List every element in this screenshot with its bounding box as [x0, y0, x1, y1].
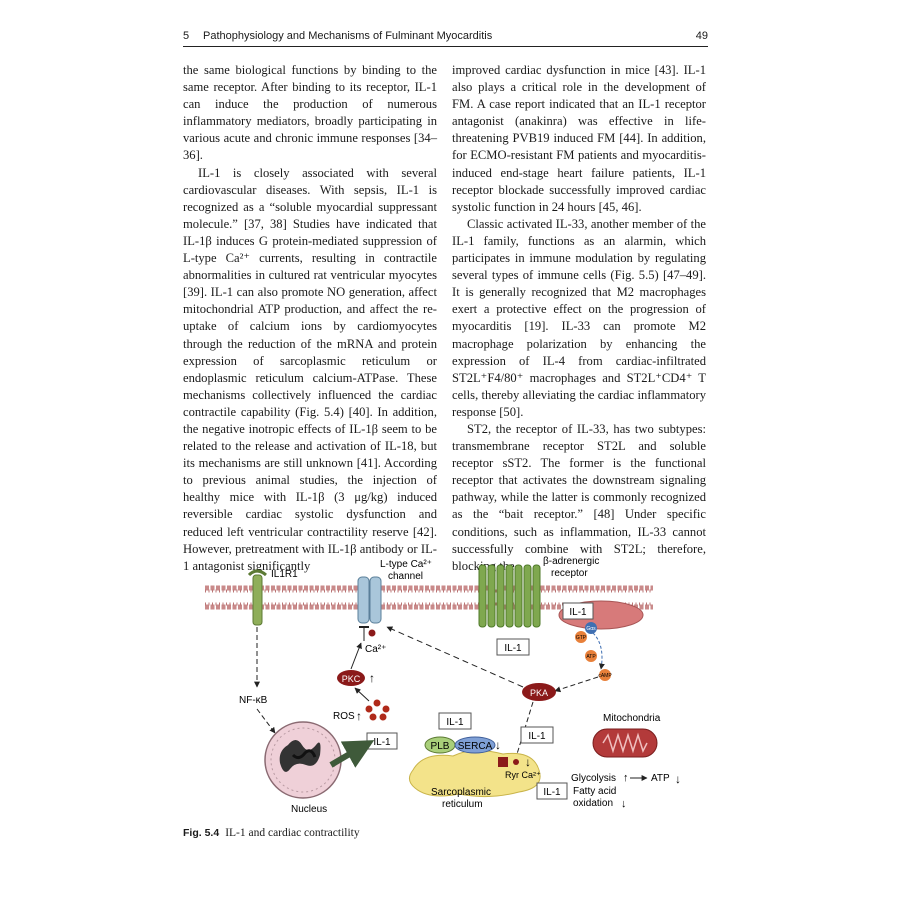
atp-label: ATP — [651, 773, 670, 784]
atp-small-dot — [585, 650, 597, 662]
calcium-dot — [368, 629, 376, 637]
nfkb-to-nucleus-arrow — [256, 708, 276, 734]
pkc-up-arrow: ↑ — [369, 671, 375, 685]
gas-dot — [585, 622, 597, 634]
pkc-node — [337, 670, 365, 686]
il1-box — [536, 782, 568, 800]
paragraph: Classic activated IL-33, another member … — [452, 216, 706, 419]
glycolysis-label: Glycolysis — [571, 773, 616, 784]
ryr-down-arrow: ↓ — [525, 755, 531, 769]
serca-down-arrow: ↓ — [495, 738, 501, 752]
ryr-channel — [498, 757, 508, 767]
nucleus-label: Nucleus — [291, 804, 327, 815]
header-rule — [183, 46, 708, 47]
pkc-label: PKC — [342, 674, 361, 684]
il1r1-label: IL1R1 — [271, 569, 298, 580]
ltype-calcium-channel — [357, 576, 382, 624]
ros-to-pkc-arrow — [354, 687, 370, 702]
pkc-to-channel-arrow — [350, 642, 362, 670]
camp-to-pka-arrow — [554, 676, 599, 693]
paragraph: IL-1 is closely associated with several … — [183, 165, 437, 573]
ros-dots — [365, 699, 390, 721]
il1-label: IL-1 — [569, 607, 587, 618]
page-number: 49 — [695, 30, 708, 42]
il1-label: IL-1 — [373, 737, 391, 748]
figure-caption-text: IL-1 and cardiac contractility — [225, 827, 360, 839]
il1-box — [496, 638, 530, 656]
figure-diagram: IL1R1 L-type Ca²⁺ channel β-adrenergic r… — [205, 556, 681, 815]
paragraph: improved cardiac dysfunction in mice [43… — [452, 63, 706, 214]
cell-membrane — [205, 585, 653, 610]
pka-label: PKA — [530, 688, 548, 698]
camp-label: cAMP — [598, 673, 612, 679]
ryr-ca-dot — [513, 759, 519, 765]
pka-to-channel-arrow — [386, 626, 524, 688]
plb-label: PLB — [431, 741, 450, 752]
mitochondria-label: Mitochondria — [603, 713, 661, 724]
ryr-label: Ryr Ca²⁺ — [505, 770, 541, 780]
atp-down-arrow: ↓ — [675, 772, 681, 786]
sr-label-1: Sarcoplasmic — [431, 787, 491, 798]
chromatin-strand — [291, 749, 317, 760]
left-column: the same biological functions by binding… — [183, 62, 437, 575]
serca-label: SERCA — [458, 741, 493, 752]
figure-caption: Fig. 5.4 IL-1 and cardiac contractility — [183, 827, 360, 839]
beta-label-1: β-adrenergic — [543, 556, 599, 567]
paragraph: ST2, the receptor of IL-33, has two subt… — [452, 421, 706, 573]
gas-to-camp-arrow — [592, 632, 605, 670]
nucleus-to-ros-arrow — [329, 740, 375, 768]
il1-label: IL-1 — [543, 787, 561, 798]
il1r1-receptor — [247, 569, 267, 626]
fatty-label-2: oxidation — [573, 798, 613, 809]
il1-box — [438, 712, 472, 730]
il1-label: IL-1 — [446, 717, 464, 728]
serca-node — [454, 736, 496, 754]
paragraph: the same biological functions by binding… — [183, 63, 437, 163]
il1-box — [520, 726, 554, 744]
camp-dot — [599, 669, 611, 681]
il1-label: IL-1 — [528, 731, 546, 742]
gtp-label: GTP — [576, 635, 587, 641]
ros-up-arrow: ↑ — [356, 709, 362, 723]
mito-cristae — [602, 732, 648, 754]
gas-label: Gαs — [586, 626, 596, 632]
fatty-down-arrow: ↓ — [621, 798, 627, 810]
beta-adrenergic-receptor — [478, 564, 541, 628]
nfkb-label: NF-κB — [239, 695, 268, 706]
running-header: 5 Pathophysiology and Mechanisms of Fulm… — [183, 30, 708, 44]
glycolysis-up-arrow: ↑ — [623, 772, 629, 784]
fatty-label-1: Fatty acid — [573, 786, 616, 797]
right-column: improved cardiac dysfunction in mice [43… — [452, 62, 706, 575]
chapter-title: Pathophysiology and Mechanisms of Fulmin… — [203, 30, 493, 42]
figure-caption-label: Fig. 5.4 — [183, 827, 220, 839]
il1-label: IL-1 — [504, 643, 522, 654]
sr-label-2: reticulum — [442, 799, 483, 810]
ros-label: ROS — [333, 711, 355, 722]
figure-5-4: IL1R1 L-type Ca²⁺ channel β-adrenergic r… — [183, 555, 708, 820]
il1-box — [562, 602, 594, 620]
pka-node — [522, 683, 556, 701]
calcium-label: Ca²⁺ — [365, 644, 386, 655]
chapter-number: 5 — [183, 30, 190, 42]
ltype-label-2: channel — [388, 571, 423, 582]
gtp-dot — [575, 631, 587, 643]
beta-label-2: receptor — [551, 568, 588, 579]
atp-small-label: ATP — [586, 654, 596, 660]
ltype-label-1: L-type Ca²⁺ — [380, 559, 432, 570]
